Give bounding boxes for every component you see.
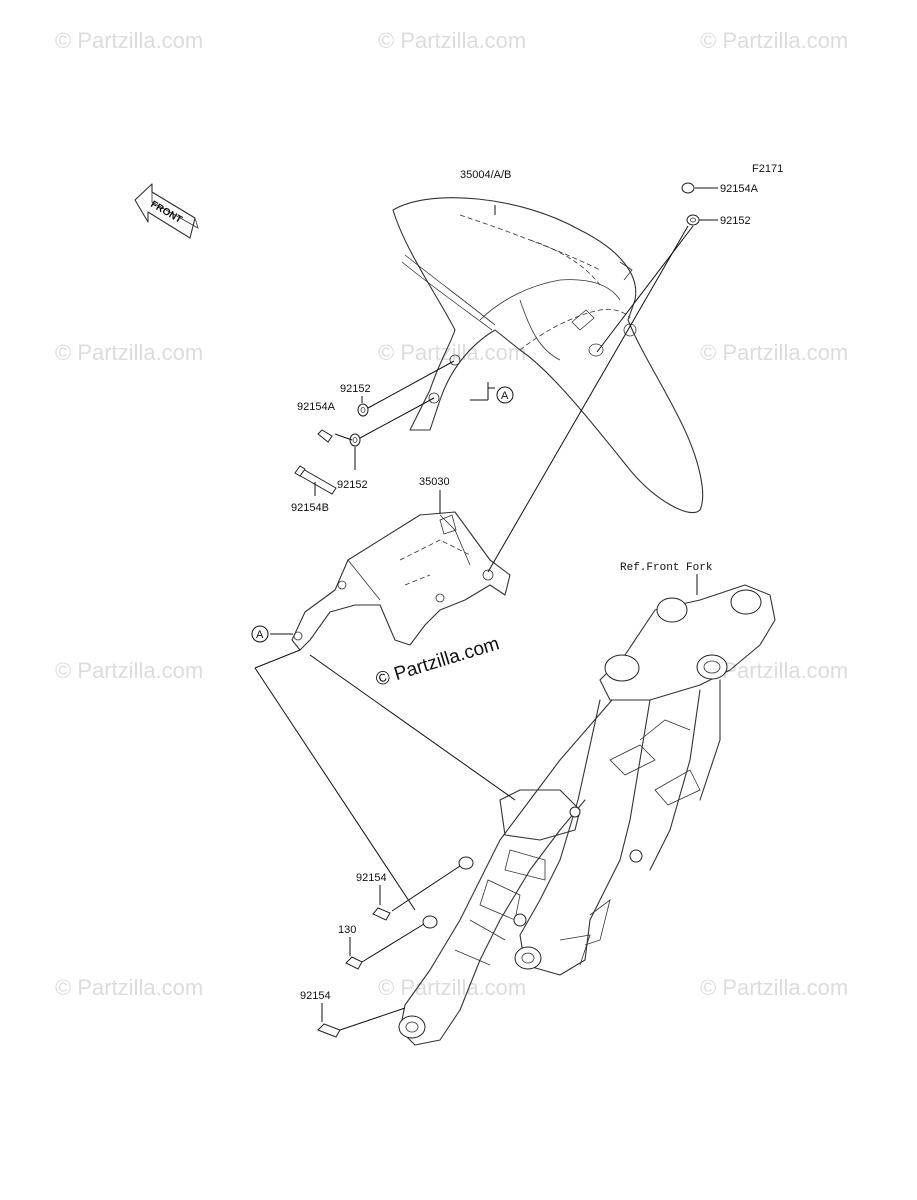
- part-label-92154a-left: 92154A: [297, 401, 336, 413]
- watermark: © Partzilla.com: [700, 340, 848, 365]
- part-label-92152-top: 92152: [720, 215, 751, 227]
- watermark: © Partzilla.com: [700, 975, 848, 1000]
- watermark: © Partzilla.com: [378, 975, 526, 1000]
- front-fender-drawing: [392, 197, 704, 514]
- watermark: © Partzilla.com: [55, 975, 203, 1000]
- watermark-group: © Partzilla.com © Partzilla.com © Partzi…: [55, 28, 848, 1000]
- part-label-130: 130: [338, 924, 356, 936]
- bolt-icon: [681, 182, 695, 194]
- washer-icon: [349, 433, 361, 447]
- ref-front-fork-label: Ref.Front Fork: [620, 562, 713, 574]
- hardware-group: [294, 182, 700, 1038]
- washer-icon: [686, 214, 700, 226]
- washer-icon: [357, 403, 369, 417]
- bolt-icon: [372, 907, 391, 921]
- part-label-92152-lower: 92152: [337, 479, 368, 491]
- watermark: © Partzilla.com: [378, 28, 526, 53]
- part-label-92152-upper: 92152: [340, 383, 371, 395]
- part-label-92154-lower: 92154: [300, 990, 331, 1002]
- front-arrow-label: FRONT: [149, 199, 184, 226]
- callout-letter: A: [501, 390, 509, 402]
- center-watermark: © Partzilla.com: [373, 633, 502, 691]
- fender-bracket-drawing: [291, 511, 511, 651]
- callout-letter: A: [256, 629, 264, 641]
- part-label-92154-upper: 92154: [356, 872, 387, 884]
- callout-a: A: [251, 625, 269, 643]
- part-label-92154a-top: 92154A: [720, 183, 759, 195]
- diagram-code: F2171: [752, 163, 783, 175]
- bolt-icon: [317, 429, 333, 443]
- watermark: © Partzilla.com: [378, 340, 526, 365]
- watermark: © Partzilla.com: [700, 28, 848, 53]
- front-fork-drawing: [398, 584, 776, 1046]
- part-label-fender: 35004/A/B: [460, 169, 511, 181]
- watermark: © Partzilla.com: [55, 658, 203, 683]
- bolt-icon: [317, 1023, 341, 1038]
- leader-lines: [254, 187, 718, 1031]
- part-label-bracket: 35030: [419, 476, 450, 488]
- part-label-92154b: 92154B: [291, 502, 329, 514]
- bolt-icon: [345, 956, 363, 970]
- center-watermark-text: © Partzilla.com: [373, 633, 502, 691]
- watermark: © Partzilla.com: [55, 340, 203, 365]
- watermark: © Partzilla.com: [55, 28, 203, 53]
- part-labels: 35004/A/B 92154A 92152 92152 92154A 9215…: [291, 169, 759, 1002]
- front-arrow-icon: FRONT: [134, 183, 199, 239]
- callout-a: A: [496, 386, 514, 404]
